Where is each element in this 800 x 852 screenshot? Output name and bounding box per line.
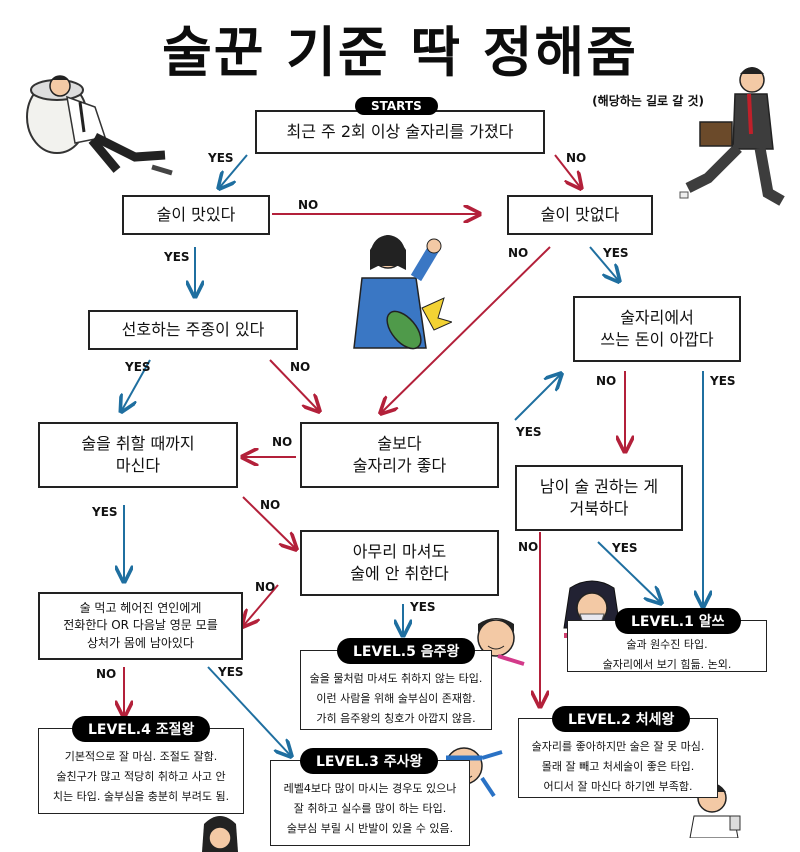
node-uncomfortable-offer: 남이 술 권하는 게 거북하다	[515, 465, 683, 531]
label-no-q1: NO	[566, 151, 587, 165]
arrow-nodrunk-no	[244, 584, 279, 625]
node-preferred-drink: 선호하는 주종이 있다	[88, 310, 298, 350]
label-yes-money: YES	[710, 374, 736, 388]
label-no-ex: NO	[96, 667, 117, 681]
arrow-q1-yes	[220, 154, 248, 187]
level-2-badge: LEVEL.2 처세왕	[552, 706, 691, 732]
label-no-prefer: NO	[290, 360, 311, 374]
level-1-badge: LEVEL.1 알쓰	[615, 608, 741, 634]
node-tasty: 술이 맛있다	[122, 195, 270, 235]
label-yes-tasty: YES	[164, 250, 190, 264]
woman-bottom-illustration	[202, 816, 238, 852]
level-3-description: 레벨4보다 많이 마시는 경우도 있으나 잘 취하고 실수를 많이 하는 타입.…	[270, 760, 470, 846]
label-yes-prefer: YES	[125, 360, 151, 374]
arrow-nottasty-yes	[589, 246, 618, 280]
node-prefer-party: 술보다 술자리가 좋다	[300, 422, 499, 488]
label-yes-q1: YES	[208, 151, 234, 165]
label-no-refuse: NO	[518, 540, 539, 554]
arrow-ex-yes	[207, 666, 290, 755]
label-yes-nottasty: YES	[603, 246, 629, 260]
drunk-man-sitting-illustration	[26, 75, 173, 176]
label-yes-drunk: YES	[92, 505, 118, 519]
node-recent-drinking: 최근 주 2회 이상 술자리를 가졌다	[255, 110, 545, 154]
arrow-refuse-yes	[597, 541, 660, 602]
label-no-tasty: NO	[298, 198, 319, 212]
node-never-drunk: 아무리 마셔도 술에 안 취한다	[300, 530, 499, 596]
node-money-wasted: 술자리에서 쓰는 돈이 아깝다	[573, 296, 741, 362]
level-3-badge: LEVEL.3 주사왕	[300, 748, 439, 774]
man-face-illustration	[477, 618, 525, 666]
label-no-money: NO	[596, 374, 617, 388]
label-yes-nodrunk: YES	[410, 600, 436, 614]
level-5-badge: LEVEL.5 음주왕	[337, 638, 476, 664]
arrow-prefer-yes	[122, 359, 151, 410]
page-title: 술꾼 기준 딱 정해줌	[162, 21, 638, 84]
label-yes-refuse: YES	[612, 541, 638, 555]
label-no-nodrunk: NO	[255, 580, 276, 594]
tired-businessman-illustration	[679, 67, 785, 206]
page-subtitle: (해당하는 길로 갈 것)	[592, 94, 704, 108]
label-no-party: NO	[272, 435, 293, 449]
level-4-badge: LEVEL.4 조절왕	[72, 716, 211, 742]
label-yes-party: YES	[516, 425, 542, 439]
label-yes-ex: YES	[218, 665, 244, 679]
arrow-q1-no	[554, 154, 580, 187]
label-no-nottasty: NO	[508, 246, 529, 260]
node-drink-until-drunk: 술을 취할 때까지 마신다	[38, 422, 238, 488]
arrow-prefer-no	[269, 359, 318, 410]
level-5-description: 술을 물처럼 마셔도 취하지 않는 타입. 이런 사람을 위해 술부심이 존재함…	[300, 650, 492, 730]
arrow-party-no2	[242, 496, 295, 548]
woman-with-bottle-illustration	[353, 235, 452, 350]
node-call-ex: 술 먹고 헤어진 연인에게 전화한다 OR 다음날 영문 모를 상처가 몸에 남…	[38, 592, 243, 660]
start-badge: STARTS	[355, 97, 438, 115]
arrow-nottasty-no	[382, 246, 551, 412]
label-no-party2: NO	[260, 498, 281, 512]
node-not-tasty: 술이 맛없다	[507, 195, 653, 235]
arrow-party-yes	[514, 375, 560, 421]
